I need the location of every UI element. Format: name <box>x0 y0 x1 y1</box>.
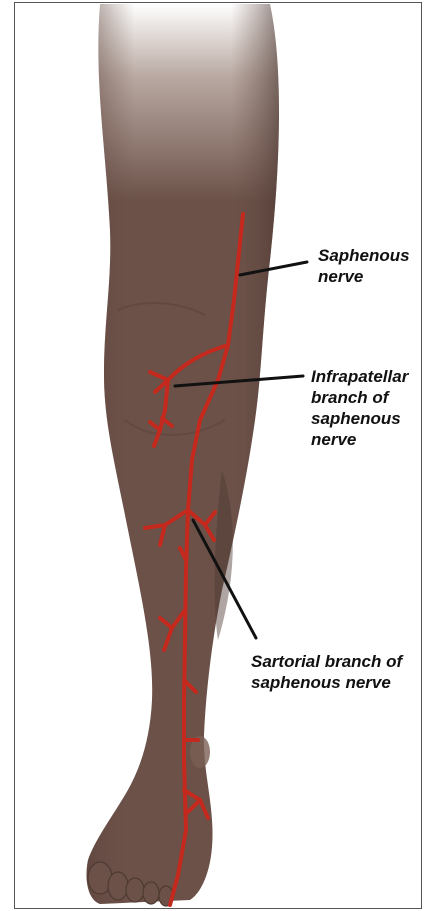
label-line: Sartorial branch of <box>251 651 402 672</box>
label-sartorial-branch: Sartorial branch of saphenous nerve <box>251 651 402 693</box>
label-line: branch of <box>311 387 408 408</box>
label-line: saphenous <box>311 408 408 429</box>
label-line: Infrapatellar <box>311 366 408 387</box>
label-infrapatellar-branch: Infrapatellar branch of saphenous nerve <box>311 366 408 450</box>
label-line: Saphenous <box>318 245 410 266</box>
label-line: saphenous nerve <box>251 672 402 693</box>
label-line: nerve <box>311 429 408 450</box>
label-line: nerve <box>318 266 410 287</box>
label-saphenous-nerve: Saphenous nerve <box>318 245 410 287</box>
